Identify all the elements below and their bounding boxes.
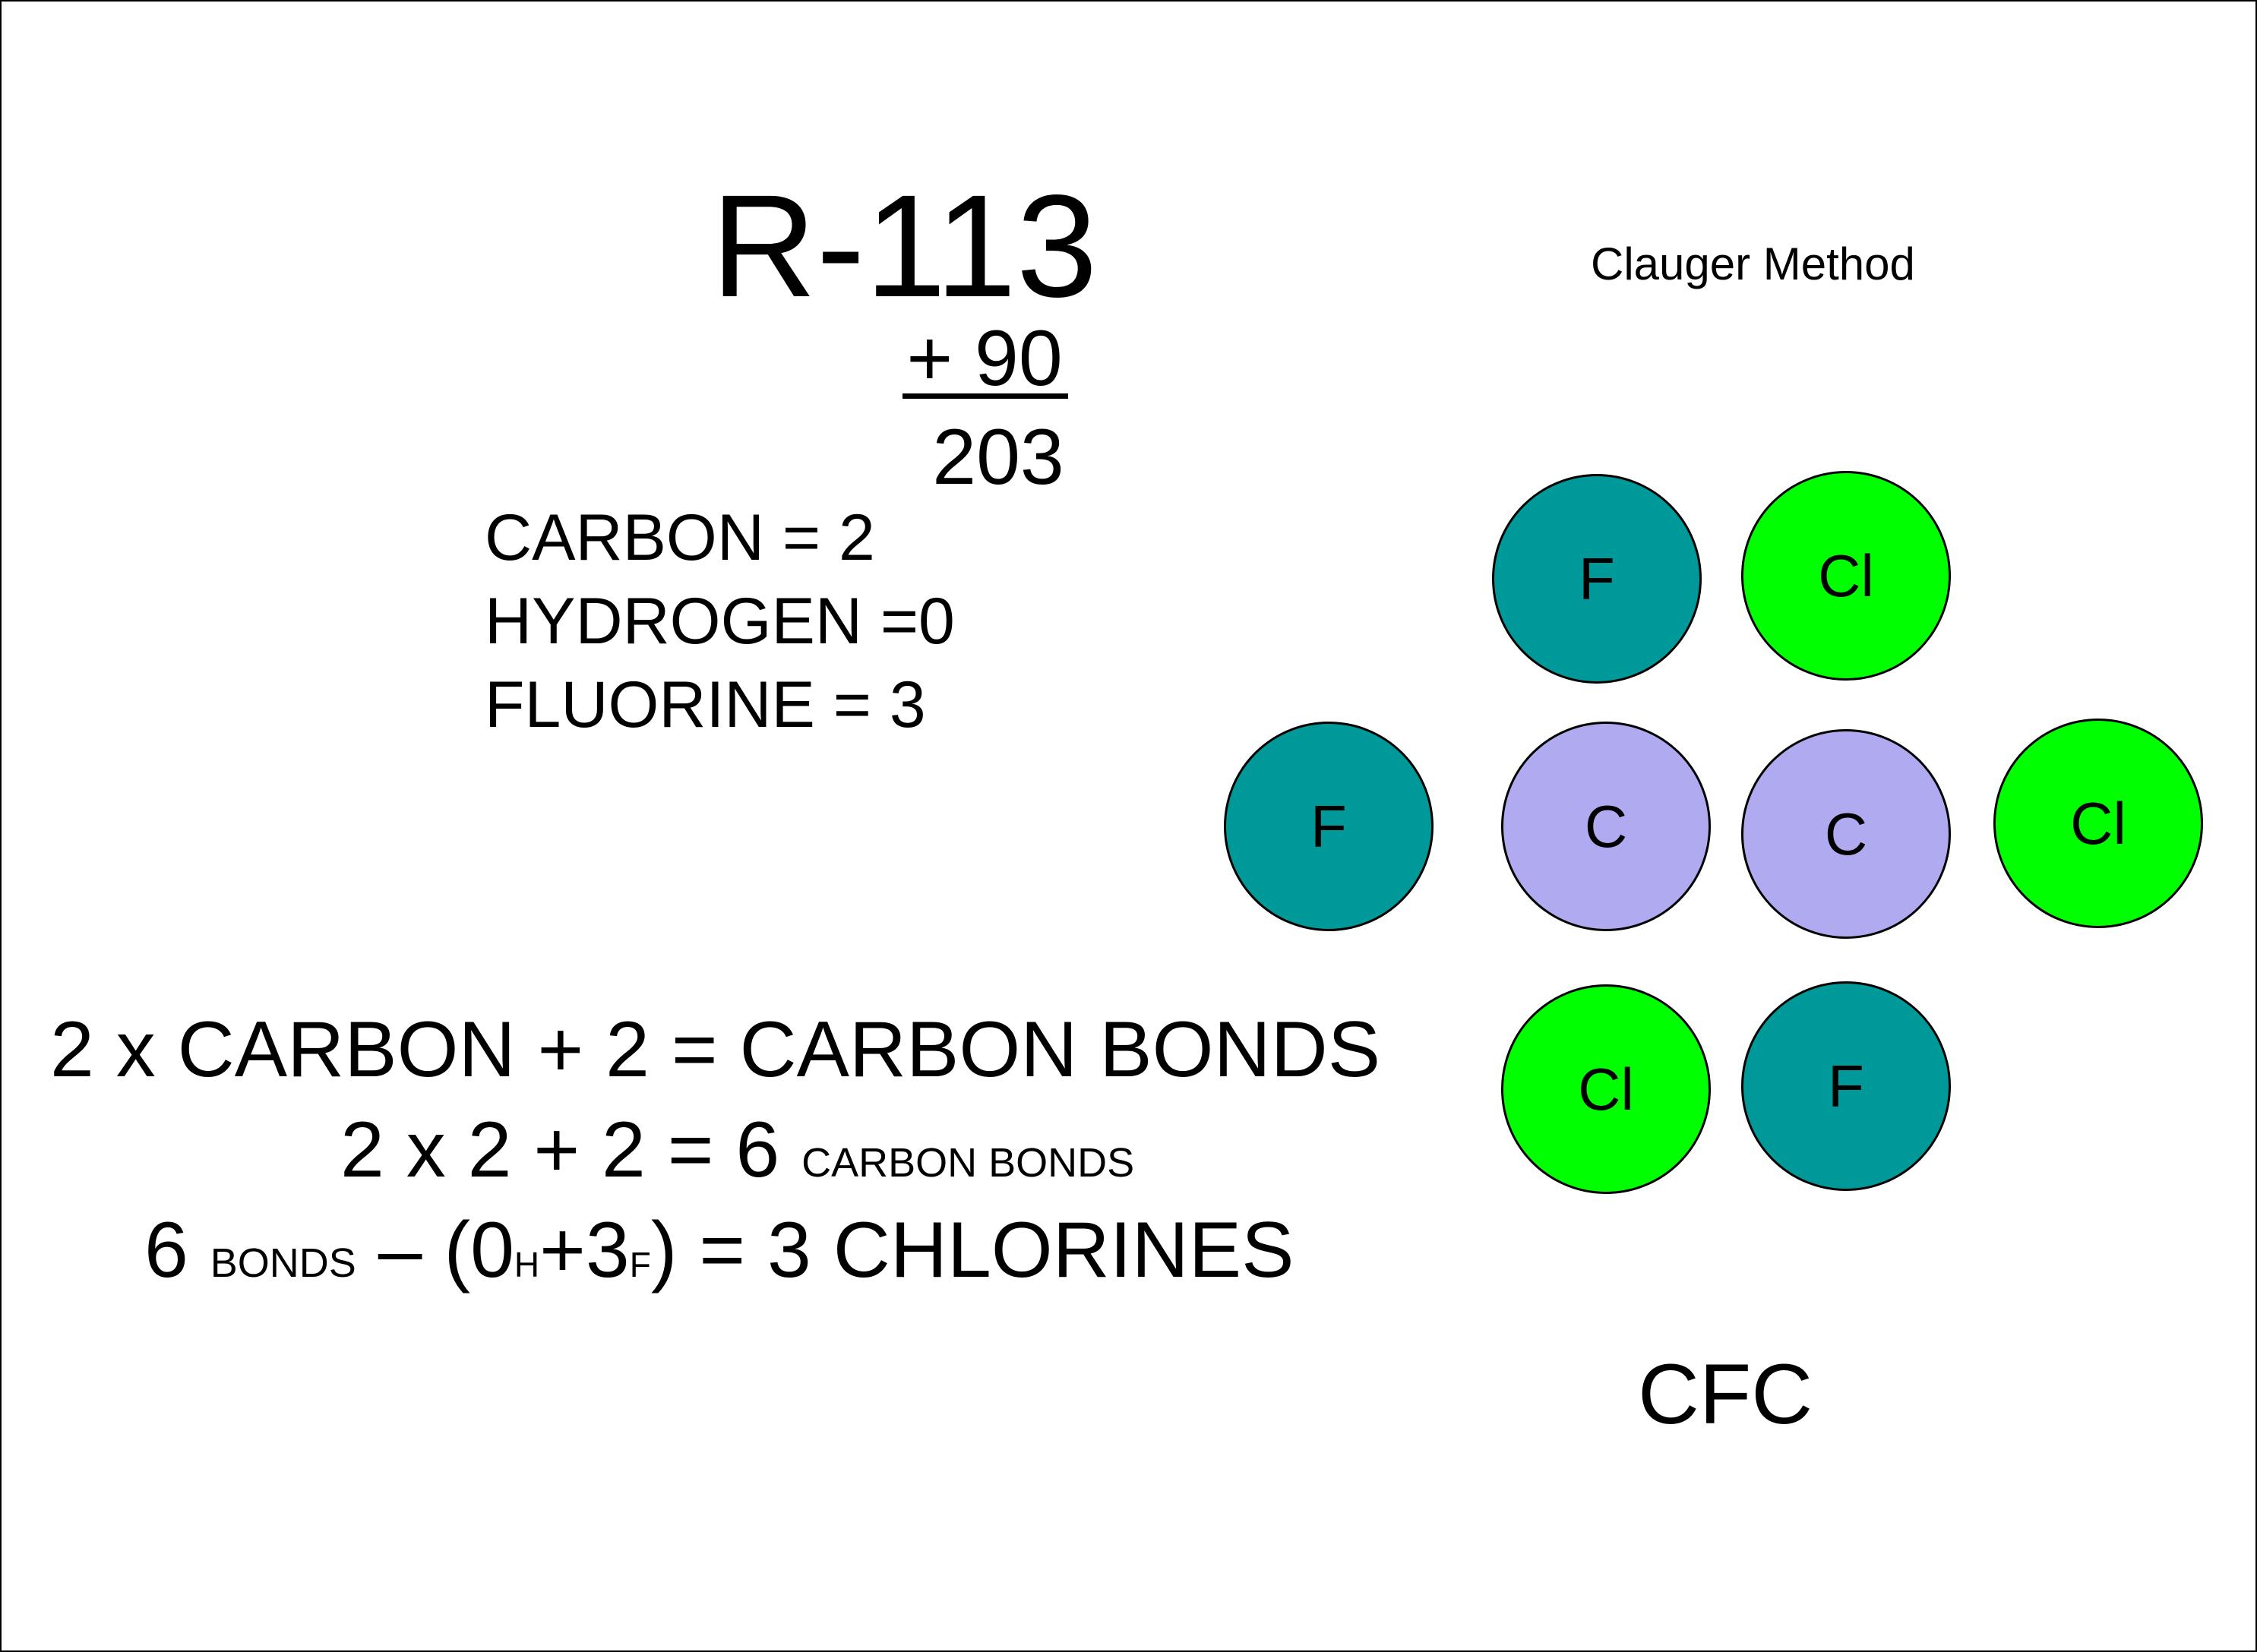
compound-family: CFC xyxy=(1638,1347,1813,1442)
bond-computation-unit: CARBON BONDS xyxy=(801,1140,1135,1186)
chlorine-computation: 6 BONDS – (0H+3F) = 3 CHLORINES xyxy=(144,1211,1294,1290)
hydrogen-count: HYDROGEN =0 xyxy=(485,585,955,658)
fluorine-count: FLUORINE = 3 xyxy=(485,668,926,741)
method-label: Clauger Method xyxy=(1591,238,1915,289)
compound-title: R-113 xyxy=(711,164,1098,327)
atom-symbol: C xyxy=(1584,792,1628,860)
addition-result: 203 xyxy=(932,413,1064,501)
addition-addend: + 90 xyxy=(906,314,1063,403)
chlorine-result: ) = 3 CHLORINES xyxy=(650,1206,1294,1294)
fluorine-subscript: F xyxy=(629,1245,651,1284)
atom-chlorine-top: Cl xyxy=(1741,471,1951,681)
atom-fluorine-left: F xyxy=(1224,722,1434,931)
bond-computation-main: 2 x 2 + 2 = 6 xyxy=(340,1106,780,1194)
sum-rule xyxy=(902,393,1068,399)
atom-symbol: F xyxy=(1579,545,1615,612)
carbon-count: CARBON = 2 xyxy=(485,501,875,574)
atom-carbon-right: C xyxy=(1741,729,1951,939)
hydrogen-subscript: H xyxy=(514,1245,540,1284)
bond-computation: 2 x 2 + 2 = 6 CARBON BONDS xyxy=(340,1110,1134,1189)
atom-fluorine-top: F xyxy=(1492,474,1702,684)
atom-carbon-left: C xyxy=(1501,722,1711,931)
chlorine-lead: 6 xyxy=(144,1206,188,1294)
atom-fluorine-bottom: F xyxy=(1741,981,1951,1191)
atom-symbol: F xyxy=(1828,1052,1864,1120)
atom-chlorine-right: Cl xyxy=(1993,719,2203,928)
atom-symbol: Cl xyxy=(1578,1055,1634,1123)
atom-symbol: Cl xyxy=(1818,542,1874,609)
atom-symbol: C xyxy=(1824,800,1868,867)
chlorine-bonds-unit: BONDS xyxy=(210,1240,356,1286)
atom-chlorine-bottom: Cl xyxy=(1501,984,1711,1194)
chlorine-plus: +3 xyxy=(539,1206,630,1294)
atom-symbol: F xyxy=(1310,792,1347,860)
bond-formula: 2 x CARBON + 2 = CARBON BONDS xyxy=(50,1006,1381,1094)
chlorine-open: – (0 xyxy=(378,1206,514,1294)
atom-symbol: Cl xyxy=(2070,789,2126,857)
